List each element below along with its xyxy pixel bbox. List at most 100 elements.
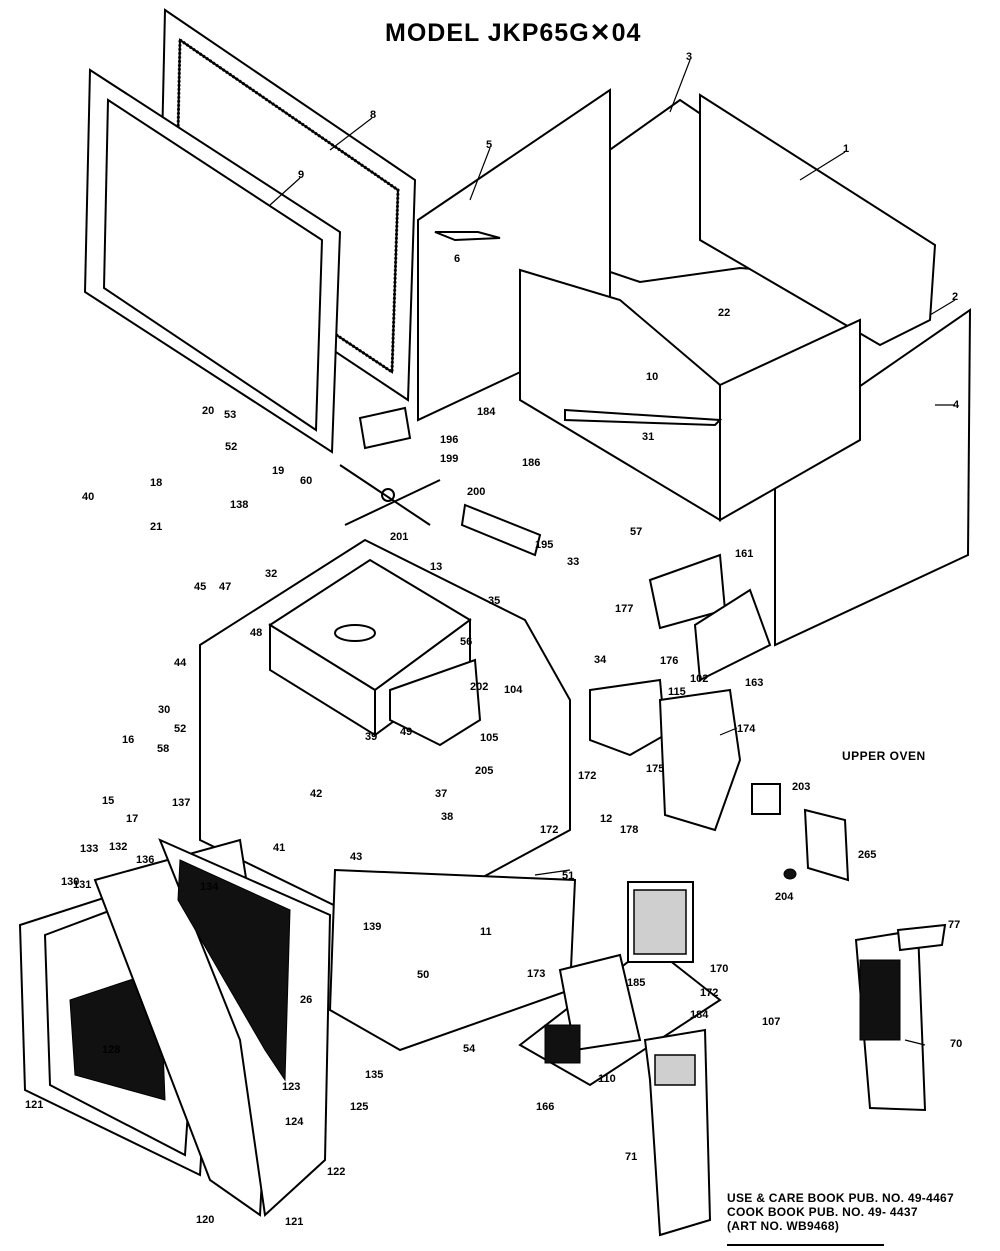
callout: 166 [536,1101,554,1113]
callout: 172 [578,770,596,782]
callout: 121 [285,1216,303,1228]
callout: 22 [718,307,730,319]
section-label: UPPER OVEN [842,749,926,763]
callout: 196 [440,434,458,446]
callout: 33 [567,556,579,568]
callout: 51 [562,870,574,882]
callout: 17 [126,813,138,825]
callout: 57 [630,526,642,538]
callout: 125 [350,1101,368,1113]
callout: 8 [370,109,376,121]
callout: 139 [363,921,381,933]
callout: 44 [174,657,187,669]
callout: 178 [620,824,638,836]
callout: 138 [230,499,248,511]
callout: 13 [430,561,442,573]
callout: 186 [522,457,540,469]
stirrer-fan [339,406,723,557]
callout: 52 [225,441,237,453]
callout: 39 [365,731,377,743]
callout: 107 [762,1016,780,1028]
callout: 161 [735,548,753,560]
callout-labels: 8 9 5 3 1 2 4 6 22 10 31 20 53 52 19 18 … [25,51,962,1228]
callout: 58 [157,743,169,755]
callout: 40 [82,491,94,503]
callout: 77 [948,919,960,931]
callout: 47 [219,581,231,593]
callout: 122 [327,1166,345,1178]
callout: 6 [454,253,460,265]
leader-lines [269,59,956,1046]
callout: 19 [272,465,284,477]
callout: 41 [273,842,285,854]
oven-door [18,838,332,1218]
callout: 202 [470,681,488,693]
callout: 184 [477,406,496,418]
callout: 52 [174,723,186,735]
control-components [518,881,947,1237]
callout: 123 [282,1081,300,1093]
callout: 3 [686,51,692,63]
use-care-book: USE & CARE BOOK PUB. NO. 49-4467 [727,1191,954,1205]
callout: 176 [660,655,678,667]
callout: 56 [460,636,472,648]
door-frame [83,8,417,454]
callout: 35 [488,595,500,607]
callout: 132 [109,841,127,853]
callout: 173 [527,968,545,980]
callout: 1 [843,143,849,155]
callout: 71 [625,1151,637,1163]
callout: 10 [646,371,658,383]
callout: 265 [858,849,876,861]
callout: 53 [224,409,236,421]
callout: 124 [285,1116,304,1128]
callout: 177 [615,603,633,615]
upper-oven-parts [648,553,850,882]
callout: 105 [480,732,498,744]
callout: 130 [61,876,79,888]
art-number: (ART NO. WB9468) [727,1219,840,1233]
callout: 102 [690,673,708,685]
callout: 5 [486,139,492,151]
callout: 199 [440,453,458,465]
callout: 133 [80,843,98,855]
publication-notes: USE & CARE BOOK PUB. NO. 49-4467 COOK BO… [727,1191,954,1233]
callout: 137 [172,797,190,809]
callout: 2 [952,291,958,303]
callout: 184 [690,1009,709,1021]
callout: 43 [350,851,362,863]
callout: 175 [646,763,664,775]
callout: 48 [250,627,262,639]
callout: 185 [627,977,645,989]
callout: 172 [700,987,718,999]
callout: 11 [480,926,492,938]
callout: 60 [300,475,312,487]
callout: 120 [196,1214,214,1226]
cook-book: COOK BOOK PUB. NO. 49- 4437 [727,1205,918,1219]
callout: 4 [953,399,960,411]
callout: 50 [417,969,429,981]
callout: 31 [642,431,654,443]
callout: 195 [535,539,553,551]
callout: 172 [540,824,558,836]
callout: 34 [594,654,607,666]
callout: 45 [194,581,206,593]
callout: 18 [150,477,162,489]
callout: 38 [441,811,453,823]
callout: 26 [300,994,312,1006]
callout: 110 [598,1073,616,1085]
callout: 70 [950,1038,962,1050]
callout: 201 [390,531,408,543]
callout: 204 [775,891,794,903]
callout: 16 [122,734,134,746]
callout: 21 [150,521,162,533]
callout: 12 [600,813,612,825]
callout: 49 [400,726,412,738]
callout: 135 [365,1069,383,1081]
oven-cavity [519,268,861,522]
callout: 42 [310,788,322,800]
callout: 174 [737,723,756,735]
callout: 37 [435,788,447,800]
